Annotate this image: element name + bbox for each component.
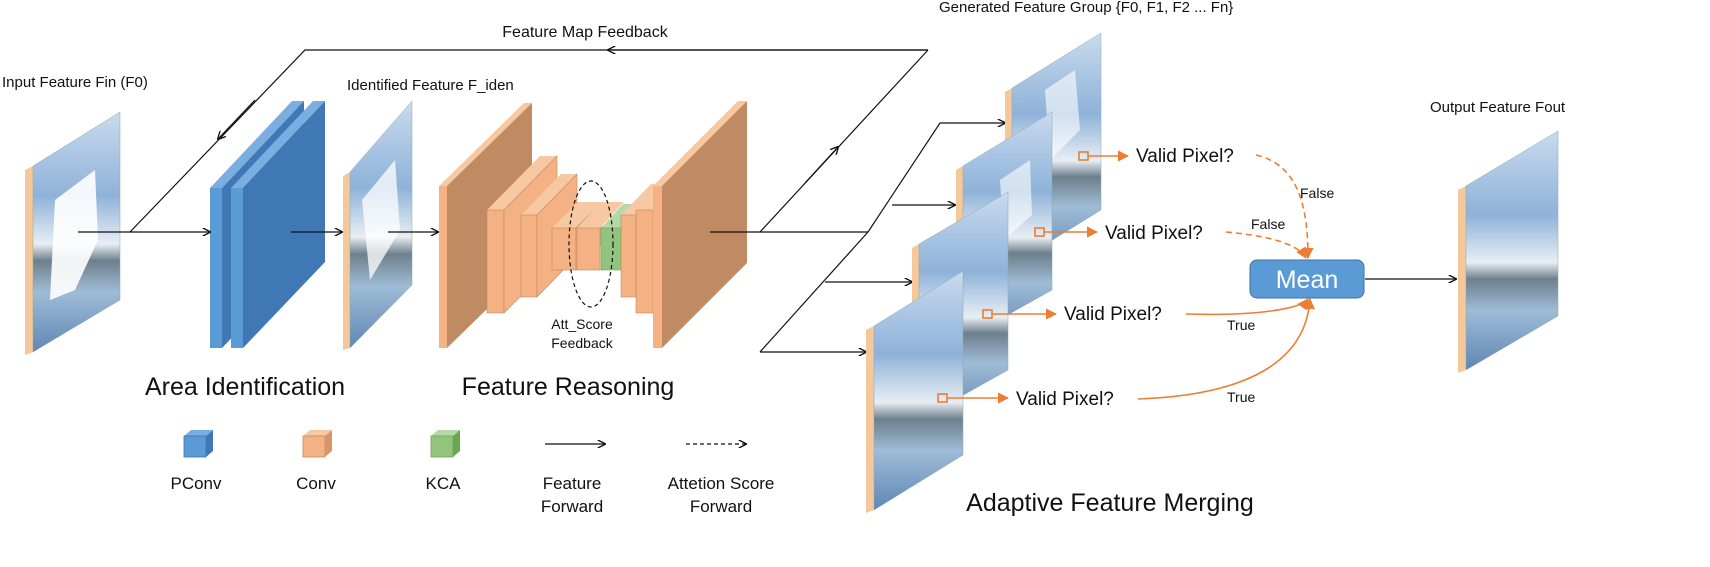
valid-pixel-2: Valid Pixel? [1105, 223, 1203, 244]
valid-pixel-3: Valid Pixel? [1064, 304, 1162, 325]
att-score-feedback-loop [568, 180, 614, 308]
legend-conv-cube [302, 430, 332, 458]
valid-pixel-1: Valid Pixel? [1136, 146, 1234, 167]
false-label-1: False [1300, 185, 1334, 201]
legend: PConv Conv KCA Feature Forward Attetion … [170, 430, 774, 516]
input-feature-label: Input Feature Fin (F0) [2, 74, 148, 91]
legend-feature-forward-label-2: Forward [541, 497, 603, 516]
area-identification-title: Area Identification [145, 373, 345, 401]
adaptive-merging-title: Adaptive Feature Merging [966, 489, 1254, 517]
false-label-2: False [1251, 216, 1285, 232]
att-score-label-2: Feedback [551, 335, 613, 351]
legend-attention-forward-label-1: Attetion Score [668, 474, 775, 493]
conv-block-5 [576, 202, 624, 271]
legend-conv-label: Conv [296, 474, 336, 493]
generated-feature-1 [866, 270, 964, 513]
feature-map-feedback-label: Feature Map Feedback [502, 24, 668, 41]
identified-feature-map [343, 100, 413, 350]
mean-label: Mean [1276, 266, 1339, 294]
legend-pconv-cube [183, 430, 213, 458]
feature-forward-arrows [78, 50, 1456, 352]
att-score-label-1: Att_Score [551, 316, 613, 332]
legend-feature-forward-label-1: Feature [543, 474, 602, 493]
legend-kca-label: KCA [426, 474, 462, 493]
generated-group-label: Generated Feature Group {F0, F1, F2 ... … [939, 0, 1233, 16]
legend-kca-cube [430, 430, 460, 458]
pconv-block-2 [231, 101, 325, 348]
input-feature-map [25, 111, 121, 355]
output-feature-label: Output Feature Fout [1430, 99, 1566, 116]
output-feature-map [1458, 130, 1559, 373]
feature-reasoning-title: Feature Reasoning [462, 373, 675, 401]
mask-hole-shape [50, 170, 98, 300]
valid-pixel-arrows [937, 150, 1315, 404]
true-label-2: True [1227, 389, 1255, 405]
legend-attention-forward-label-2: Forward [690, 497, 752, 516]
conv-block-large-right [653, 101, 747, 348]
legend-pconv-label: PConv [170, 474, 222, 493]
true-label-1: True [1227, 317, 1255, 333]
valid-pixel-4: Valid Pixel? [1016, 389, 1114, 410]
identified-feature-label: Identified Feature F_iden [347, 77, 514, 94]
mean-box: Mean [1249, 259, 1365, 299]
